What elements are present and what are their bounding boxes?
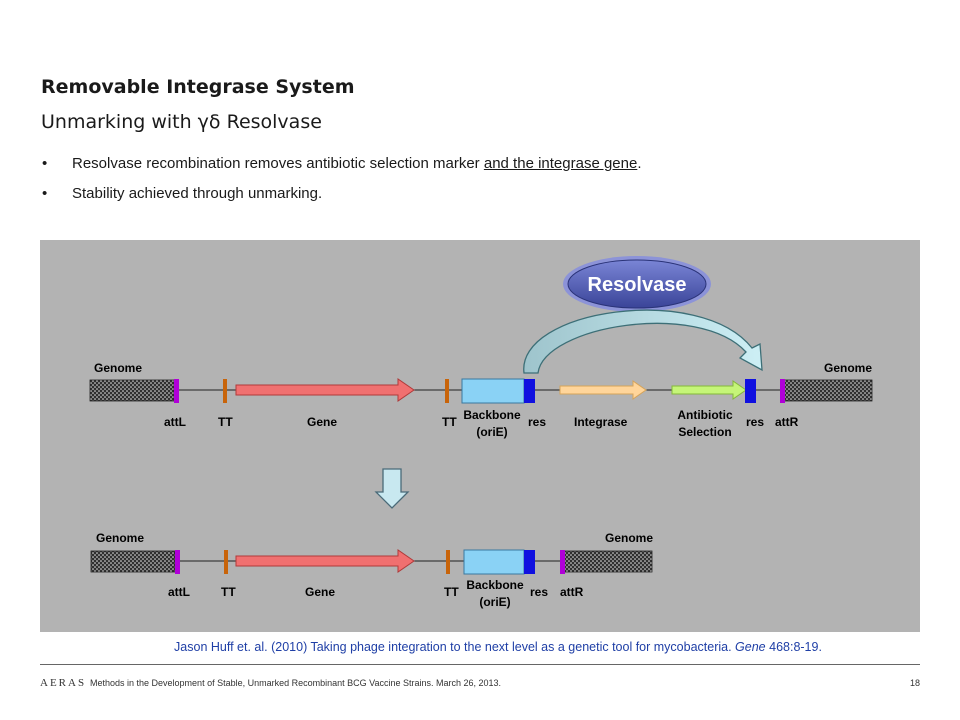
bullet-item: • Resolvase recombination removes antibi…	[42, 155, 642, 185]
top-backbone-label-line1: Backbone	[463, 408, 521, 422]
top-res2-label: res	[746, 415, 764, 429]
top-res2-site	[745, 379, 756, 403]
footer-logo: AERAS	[40, 677, 87, 689]
bullet-list: • Resolvase recombination removes antibi…	[42, 155, 642, 215]
top-attR-label: attR	[775, 415, 799, 429]
top-res1-label: res	[528, 415, 546, 429]
bullet-suffix: .	[637, 155, 642, 172]
bullet-text: Resolvase recombination removes antibiot…	[72, 155, 484, 172]
bullet-dot: •	[42, 155, 48, 172]
top-res1-site	[524, 379, 535, 403]
top-tt1-label: TT	[218, 415, 233, 429]
recombination-arrow-icon	[523, 309, 763, 374]
top-genome-left-label: Genome	[94, 361, 142, 375]
slide-subtitle: Unmarking with γδ Resolvase	[41, 111, 322, 133]
bottom-tt2-label: TT	[444, 585, 459, 599]
bottom-tt1-terminator	[224, 550, 228, 574]
top-genome-left-block	[89, 379, 175, 402]
top-genome-right-block	[783, 379, 873, 402]
slide-title: Removable Integrase System	[41, 76, 355, 98]
bottom-res-label: res	[530, 585, 548, 599]
bullet-dot: •	[42, 185, 48, 202]
bottom-backbone-block	[463, 549, 525, 575]
bottom-gene-arrow-icon	[235, 549, 415, 573]
bottom-gene-label: Gene	[305, 585, 335, 599]
bullet-item: • Stability achieved through unmarking.	[42, 185, 642, 215]
bottom-genome-left-label: Genome	[96, 531, 144, 545]
top-tt1-terminator	[223, 379, 227, 403]
bullet-underlined-text: and the integrase gene	[483, 155, 638, 172]
top-tt2-label: TT	[442, 415, 457, 429]
bottom-attR-site	[560, 550, 565, 574]
resolvase-diagram: Resolvase Genome Genome attL TT Gene TT …	[40, 240, 920, 632]
citation: Jason Huff et. al. (2010) Taking phage i…	[0, 640, 960, 654]
top-integrase-arrow-icon	[559, 380, 647, 400]
bottom-genome-left-block	[90, 550, 176, 573]
top-attL-site	[174, 379, 179, 403]
resolvase-label: Resolvase	[588, 274, 687, 296]
footer-text: Methods in the Development of Stable, Un…	[90, 678, 502, 688]
bottom-tt2-terminator	[446, 550, 450, 574]
citation-pages: 468:8-19.	[765, 640, 822, 654]
bottom-attR-label: attR	[560, 585, 584, 599]
bottom-backbone-label-line1: Backbone	[466, 578, 524, 592]
top-attL-label: attL	[164, 415, 186, 429]
bottom-tt1-label: TT	[221, 585, 236, 599]
bullet-text: Stability achieved through unmarking.	[72, 185, 323, 202]
top-backbone-block	[461, 378, 525, 404]
resolvase-enzyme-shape	[567, 259, 707, 309]
top-antibiotic-label-line1: Antibiotic	[677, 408, 733, 422]
footer-divider	[40, 664, 920, 665]
bottom-backbone-label-line2: (oriE)	[479, 595, 510, 609]
top-integrase-label: Integrase	[574, 415, 628, 429]
top-antibiotic-arrow-icon	[671, 380, 747, 400]
page-number: 18	[909, 678, 920, 688]
top-attR-site	[780, 379, 785, 403]
top-gene-arrow-icon	[235, 378, 415, 402]
citation-journal: Gene	[735, 640, 766, 654]
top-genome-right-label: Genome	[824, 361, 872, 375]
top-backbone-label-line2: (oriE)	[476, 425, 507, 439]
bottom-genome-right-block	[563, 550, 653, 573]
top-gene-label: Gene	[307, 415, 337, 429]
bottom-res-site	[524, 550, 535, 574]
bottom-attL-site	[175, 550, 180, 574]
top-tt2-terminator	[445, 379, 449, 403]
bottom-attL-label: attL	[168, 585, 190, 599]
bottom-genome-right-label: Genome	[605, 531, 653, 545]
citation-text: Jason Huff et. al. (2010) Taking phage i…	[174, 640, 736, 654]
top-antibiotic-label-line2: Selection	[678, 425, 731, 439]
down-arrow-icon	[374, 468, 410, 509]
